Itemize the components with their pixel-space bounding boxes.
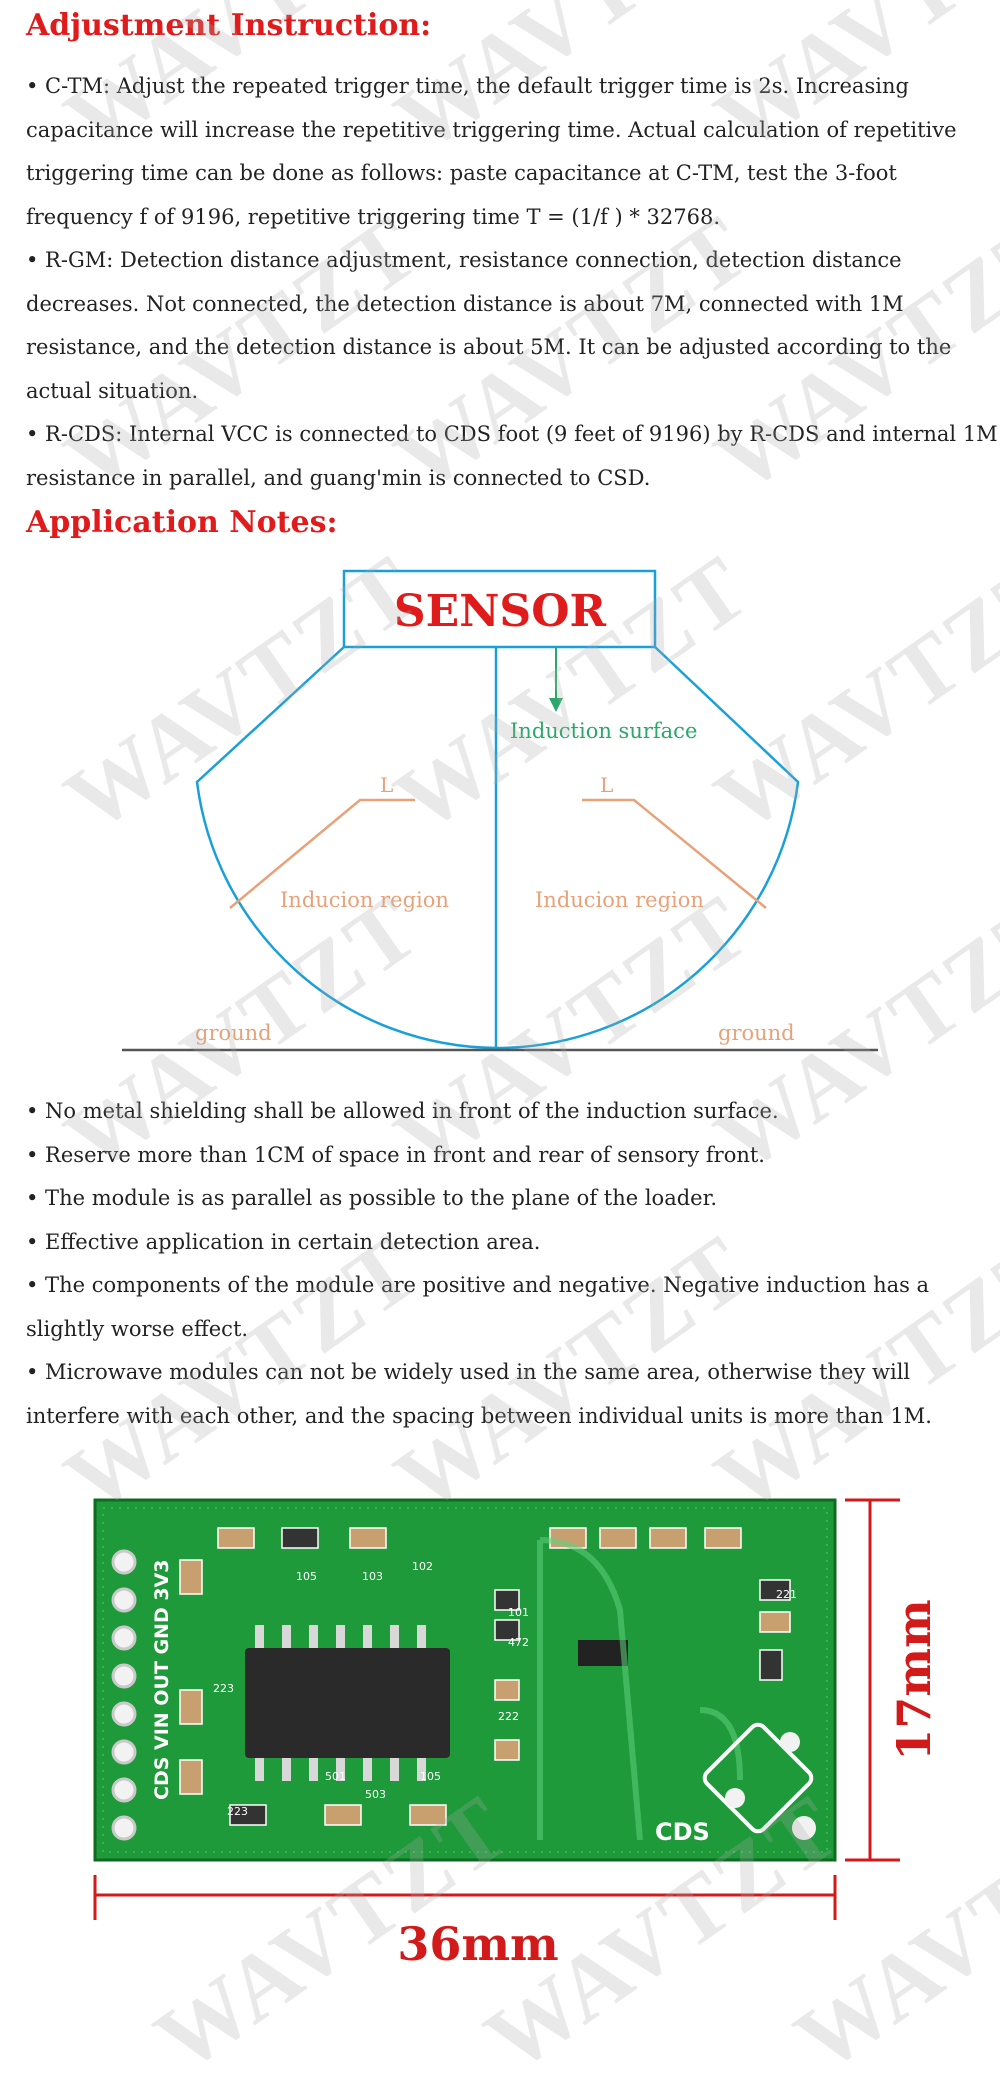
- transistor: [578, 1640, 628, 1666]
- height-label: 17mm: [887, 1599, 941, 1760]
- right-l-line: [582, 798, 767, 909]
- left-region-label: Inducion region: [280, 888, 449, 912]
- code-223b: 223: [213, 1682, 234, 1695]
- note-metal-shielding: • No metal shielding shall be allowed in…: [26, 1099, 779, 1123]
- detection-region-outline: [195, 646, 800, 1050]
- cds-pad-2: [725, 1788, 745, 1808]
- right-ground-label: ground: [718, 1021, 795, 1045]
- note-interference: • Microwave modules can not be widely us…: [26, 1360, 932, 1428]
- antenna-traces: [537, 1537, 743, 1841]
- code-102: 102: [412, 1560, 433, 1573]
- code-222: 222: [498, 1710, 519, 1723]
- induction-diagram: SENSOR Induction surface L L Inducion re…: [122, 569, 878, 1052]
- note-reserve-space: • Reserve more than 1CM of space in fron…: [26, 1142, 765, 1167]
- cds-pad-1: [780, 1732, 800, 1752]
- smd-components: [179, 1527, 791, 1826]
- adjustment-heading: Adjustment Instruction:: [26, 8, 432, 43]
- application-notes-list: • No metal shielding shall be allowed in…: [26, 1090, 1000, 1438]
- code-472: 472: [508, 1636, 529, 1649]
- left-ground-label: ground: [195, 1021, 272, 1045]
- right-region-label: Inducion region: [535, 888, 704, 912]
- code-103: 103: [362, 1570, 383, 1583]
- adjustment-item-ctm: • C-TM: Adjust the repeated trigger time…: [26, 74, 957, 229]
- pin-labels: CDS VIN OUT GND 3V3: [151, 1560, 173, 1801]
- pin-header: [111, 1549, 137, 1841]
- note-positive-negative: • The components of the module are posit…: [26, 1273, 930, 1341]
- left-l-line: [229, 798, 415, 909]
- left-l-label: L: [380, 773, 393, 797]
- mount-hole: [792, 1816, 816, 1840]
- cds-label: CDS: [655, 1818, 710, 1846]
- right-l-label: L: [600, 773, 613, 797]
- pcb-module-figure: CDS VIN OUT GND 3V3 105: [93, 1498, 941, 1971]
- code-221: 221: [776, 1588, 797, 1601]
- code-503: 503: [365, 1788, 386, 1801]
- induction-arrow-head: [549, 698, 563, 712]
- note-parallel: • The module is as parallel as possible …: [26, 1186, 717, 1210]
- code-501: 501: [325, 1770, 346, 1783]
- sensor-label: SENSOR: [394, 586, 607, 637]
- code-105b: 105: [420, 1770, 441, 1783]
- code-105: 105: [296, 1570, 317, 1583]
- sensor-box: [342, 569, 657, 649]
- adjustment-list: • C-TM: Adjust the repeated trigger time…: [26, 65, 1000, 500]
- ic-pins: [255, 1625, 426, 1781]
- ic-chip: [245, 1648, 450, 1758]
- pcb-via-border: [102, 1507, 828, 1853]
- code-223: 223: [227, 1805, 248, 1818]
- adjustment-item-rgm: • R-GM: Detection distance adjustment, r…: [26, 248, 952, 403]
- application-heading: Application Notes:: [26, 505, 338, 540]
- width-label: 36mm: [397, 1917, 558, 1971]
- adjustment-item-rcds: • R-CDS: Internal VCC is connected to CD…: [26, 422, 998, 490]
- code-101: 101: [508, 1606, 529, 1619]
- induction-surface-label: Induction surface: [510, 719, 697, 743]
- pcb-board: [93, 1498, 837, 1862]
- note-detection-area: • Effective application in certain detec…: [26, 1229, 541, 1254]
